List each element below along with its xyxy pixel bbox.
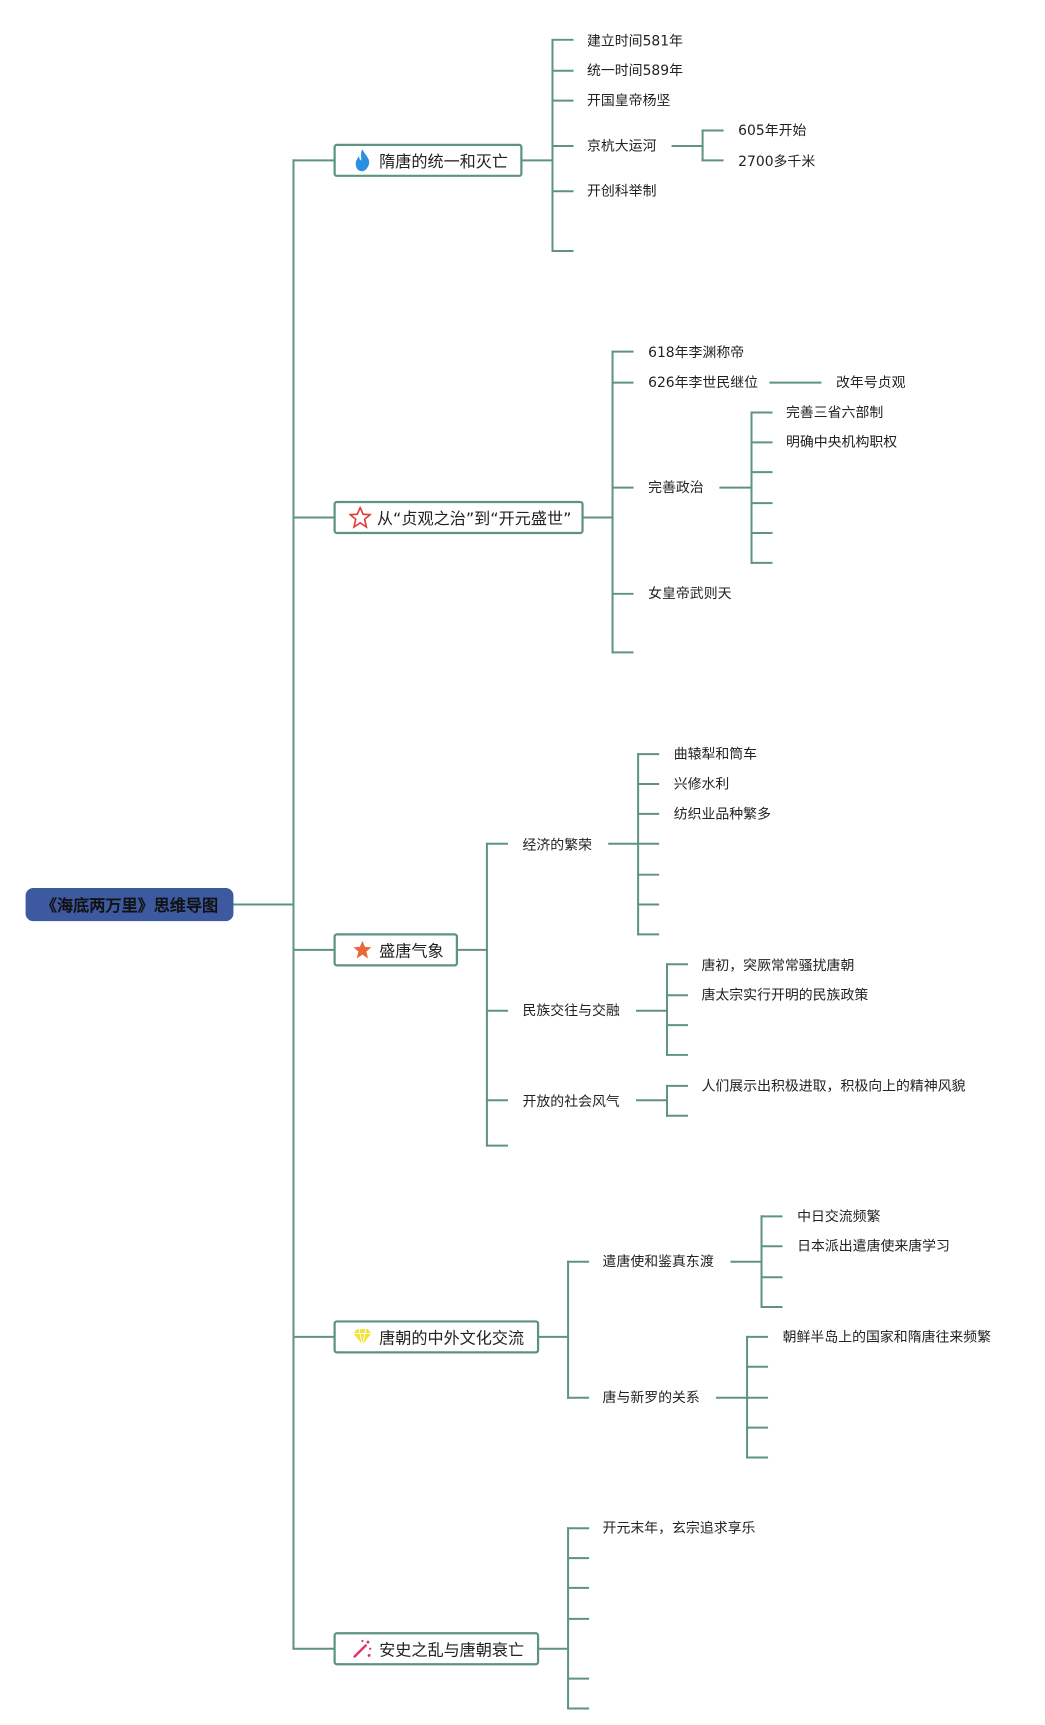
leaf[interactable]: 朝鲜半岛上的国家和隋唐往来频繁 (782, 1328, 992, 1345)
branch-label: 从“贞观之治”到“开元盛世” (376, 510, 572, 529)
branch-zhenguan-kaiyuan[interactable]: 从“贞观之治”到“开元盛世” (333, 500, 584, 535)
leaf[interactable]: 京杭大运河 (586, 137, 657, 154)
leaf[interactable]: 2700多千米 (738, 152, 816, 170)
leaf[interactable]: 完善政治 (648, 478, 704, 496)
leaf[interactable]: 日本派出遣唐使来唐学习 (797, 1237, 950, 1254)
leaf[interactable]: 完善三省六部制 (785, 403, 884, 421)
branch-label: 隋唐的统一和灭亡 (379, 153, 509, 171)
branch-label: 盛唐气象 (379, 942, 444, 961)
leaf[interactable]: 605年开始 (738, 121, 807, 139)
leaf[interactable]: 兴修水利 (673, 775, 730, 792)
leaf[interactable]: 开放的社会风气 (522, 1092, 620, 1110)
root-node[interactable]: 《海底两万里》思维导图 (25, 887, 234, 922)
leaf[interactable]: 统一时间589年 (586, 61, 683, 79)
diamond-icon (351, 1326, 373, 1348)
root-title: 《海底两万里》思维导图 (40, 897, 219, 916)
leaf[interactable]: 女皇帝武则天 (648, 584, 732, 602)
leaf[interactable]: 唐太宗实行开明的民族政策 (701, 986, 869, 1003)
leaf[interactable]: 开创科举制 (586, 182, 657, 200)
leaf[interactable]: 开元末年，玄宗追求享乐 (602, 1519, 756, 1536)
branch-sui-tang-unification[interactable]: 隋唐的统一和灭亡 (333, 143, 523, 177)
leaf[interactable]: 曲辕犁和筒车 (673, 745, 758, 762)
leaf[interactable]: 唐与新罗的关系 (602, 1388, 700, 1406)
leaf[interactable]: 明确中央机构职权 (785, 433, 898, 451)
star-outline-icon (349, 506, 372, 529)
branch-cultural-exchange[interactable]: 唐朝的中外文化交流 (333, 1320, 540, 1354)
leaf[interactable]: 中日交流频繁 (797, 1207, 881, 1225)
branch-label: 安史之乱与唐朝衰亡 (379, 1641, 525, 1660)
star-icon (351, 939, 373, 961)
leaf[interactable]: 遣唐使和鉴真东渡 (602, 1252, 714, 1270)
leaf[interactable]: 改年号贞观 (835, 373, 906, 391)
leaf[interactable]: 经济的繁荣 (522, 835, 592, 853)
branch-flourishing-tang[interactable]: 盛唐气象 (333, 933, 459, 967)
leaf[interactable]: 开国皇帝杨坚 (586, 91, 671, 109)
leaf[interactable]: 618年李渊称帝 (648, 343, 745, 361)
branch-label: 唐朝的中外文化交流 (379, 1329, 525, 1348)
leaf[interactable]: 民族交往与交融 (522, 1001, 620, 1019)
fire-icon (351, 149, 373, 172)
leaf[interactable]: 建立时间581年 (586, 32, 683, 49)
magic-wand-icon (351, 1638, 373, 1660)
leaf[interactable]: 唐初，突厥常常骚扰唐朝 (701, 956, 855, 974)
leaf[interactable]: 人们展示出积极进取，积极向上的精神风貌 (701, 1077, 966, 1094)
leaf[interactable]: 纺织业品种繁多 (673, 805, 771, 822)
branch-an-shi-rebellion[interactable]: 安史之乱与唐朝衰亡 (333, 1632, 540, 1666)
leaf[interactable]: 626年李世民继位 (648, 373, 759, 391)
